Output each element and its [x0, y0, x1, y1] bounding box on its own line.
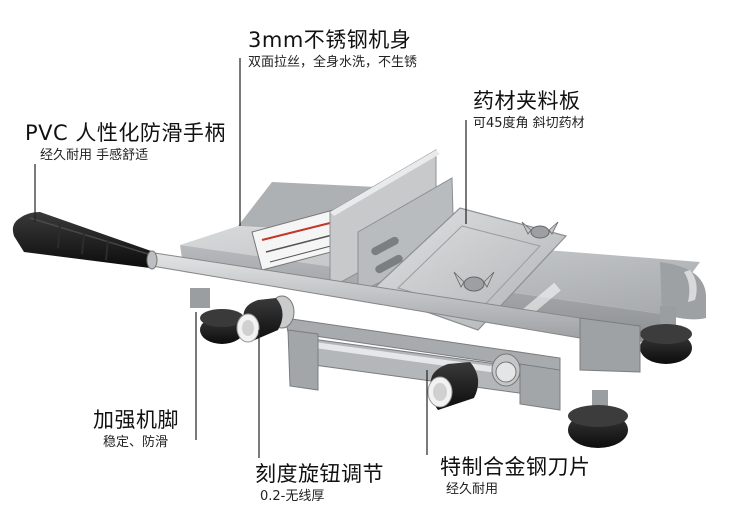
body-right-end	[660, 262, 707, 320]
callout-knob-subtitle: 0.2-无线厚	[260, 489, 325, 504]
callout-blade: 特制合金钢刀片 经久耐用	[440, 455, 591, 498]
callout-knob: 刻度旋钮调节 0.2-无线厚	[255, 462, 384, 505]
wing-nut-bottom	[453, 271, 495, 292]
callout-plate: 药材夹料板 可45度角 斜切药材	[473, 89, 585, 132]
callout-plate-subtitle: 可45度角 斜切药材	[473, 116, 585, 131]
callout-body-title: 3mm不锈钢机身	[248, 28, 412, 52]
callout-handle-subtitle: 经久耐用 手感舒适	[40, 148, 149, 163]
callout-body-subtitle: 双面拉丝，全身水洗，不生锈	[248, 55, 418, 70]
foot-front-right	[568, 390, 628, 448]
callout-blade-subtitle: 经久耐用	[446, 482, 499, 497]
callout-handle: PVC 人性化防滑手柄 经久耐用 手感舒适	[25, 121, 226, 164]
callout-knob-title: 刻度旋钮调节	[255, 462, 384, 486]
adjust-knob-left	[236, 295, 295, 343]
callout-feet: 加强机脚 稳定、防滑	[93, 408, 179, 451]
callout-plate-title: 药材夹料板	[473, 89, 581, 113]
callout-handle-title: PVC 人性化防滑手柄	[25, 121, 226, 145]
callout-feet-subtitle: 稳定、防滑	[103, 435, 169, 450]
pvc-handle	[12, 212, 158, 270]
callout-blade-title: 特制合金钢刀片	[440, 455, 591, 479]
callout-body: 3mm不锈钢机身 双面拉丝，全身水洗，不生锈	[248, 28, 417, 71]
adjust-knob-right	[427, 353, 521, 410]
foot-back-right	[640, 306, 692, 364]
foot-front-left	[190, 288, 244, 344]
callout-feet-title: 加强机脚	[93, 408, 179, 432]
wing-nut-top	[521, 221, 559, 239]
leader-lines	[34, 58, 467, 458]
